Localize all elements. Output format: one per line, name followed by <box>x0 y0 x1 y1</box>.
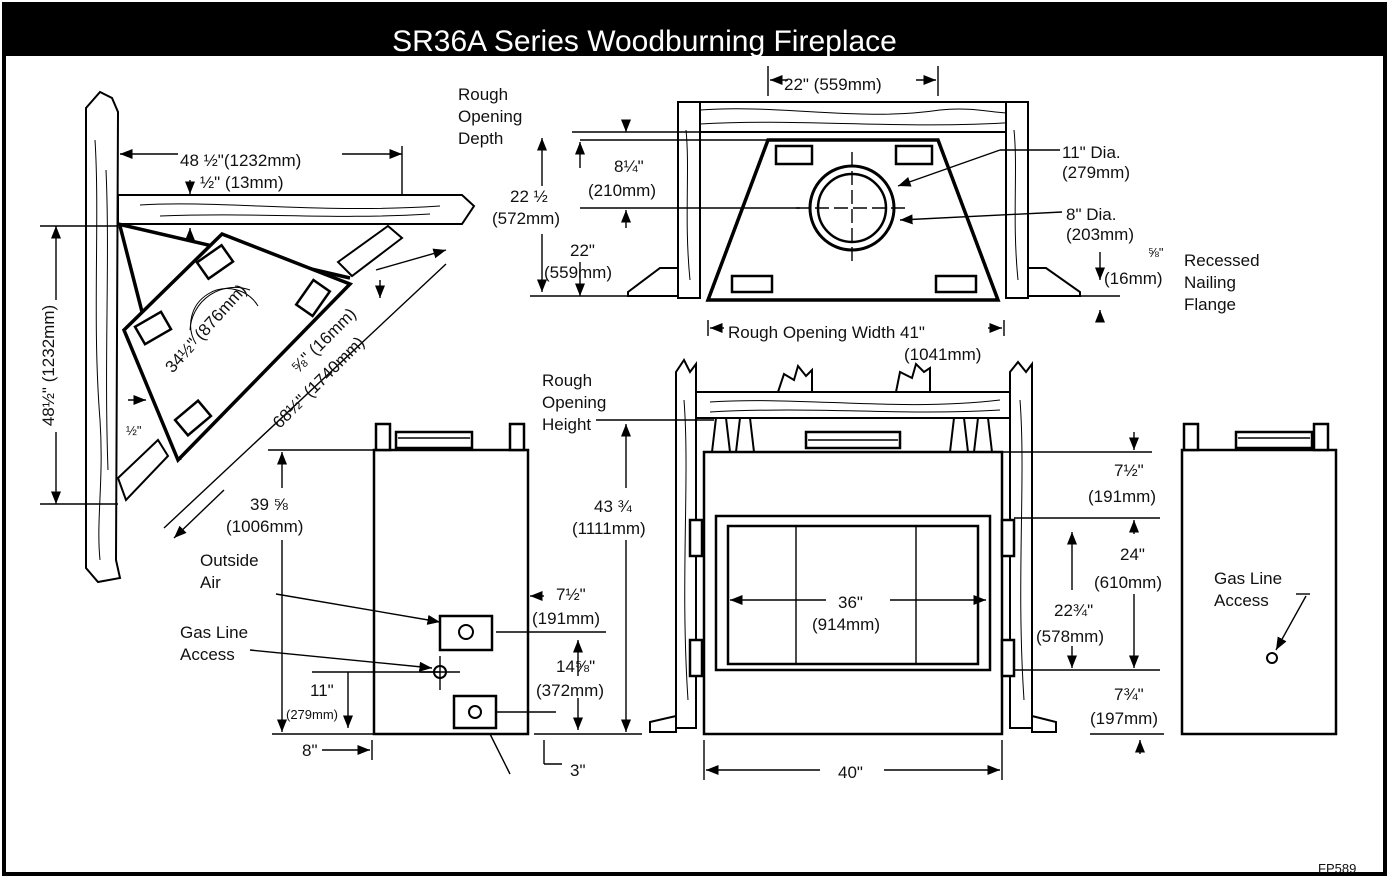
title-bar: SR36A Series Woodburning Fireplace <box>4 4 1385 58</box>
dim-11-mm: (279mm) <box>286 707 339 722</box>
rough-opening-height-3: Height <box>542 415 592 434</box>
dia-8: 8" Dia. <box>1066 205 1117 224</box>
dim-3: 3" <box>570 761 586 780</box>
dia-8-mm: (203mm) <box>1066 225 1135 244</box>
right-side-view <box>1180 422 1338 736</box>
right-gas-line-access-1: Gas Line <box>1214 569 1283 588</box>
dim-39-5-8-mm: (1006mm) <box>226 517 304 536</box>
corner-header <box>117 194 476 225</box>
dim-22-3-4-mm: (578mm) <box>1036 627 1105 646</box>
rough-width: Rough Opening Width 41" <box>728 323 925 342</box>
front-dim-7-half-mm: (191mm) <box>1088 487 1157 506</box>
rough-opening-depth-2: Opening <box>458 107 523 126</box>
top-plan-view <box>530 66 1120 336</box>
depth-22-half-mm: (572mm) <box>492 209 561 228</box>
dia-11: 11" Dia. <box>1062 143 1121 162</box>
rough-opening-height-2: Opening <box>542 393 607 412</box>
corner-install-view <box>40 90 476 584</box>
dim-8-quarter: 8¼" <box>614 157 644 176</box>
recessed-flange-1: Recessed <box>1184 251 1260 270</box>
dim-40: 40" <box>838 763 863 782</box>
page-title: SR36A Series Woodburning Fireplace <box>392 25 897 58</box>
flange-5-8: ⅝" <box>1148 245 1164 260</box>
dim-22: 22" <box>570 241 595 260</box>
dim-24-mm: (610mm) <box>1094 573 1163 592</box>
rough-opening-height-1: Rough <box>542 371 593 390</box>
dim-39-5-8: 39 ⅝ <box>250 495 288 514</box>
dim-22-3-4: 22¾" <box>1054 601 1094 620</box>
rough-width-mm: (1041mm) <box>904 345 982 364</box>
recessed-flange-3: Flange <box>1184 295 1236 314</box>
left-side-view <box>249 422 642 775</box>
dia-11-mm: (279mm) <box>1062 163 1131 182</box>
gas-line-access-2: Access <box>180 645 235 664</box>
dim-43-3-4: 43 ¾ <box>594 497 632 516</box>
dim-14-5-8-mm: (372mm) <box>536 681 605 700</box>
dim-8: 8" <box>302 741 318 760</box>
corner-dim-48-half-side: 48½" (1232mm) <box>39 304 59 427</box>
drawing-number: FP589 <box>1318 861 1357 876</box>
outside-air-1: Outside <box>200 551 259 570</box>
corner-stud <box>85 90 122 584</box>
dim-36: 36" <box>838 593 863 612</box>
dim-7-3-4: 7¾" <box>1114 685 1144 704</box>
dim-11: 11" <box>310 681 334 700</box>
front-view <box>596 358 1164 780</box>
corner-dim-half-left: ½" <box>126 423 142 438</box>
corner-dim-half-top: ½" (13mm) <box>200 173 284 192</box>
rough-opening-depth-1: Rough <box>458 85 509 104</box>
top-width-22: 22" (559mm) <box>784 75 882 94</box>
dim-8-quarter-mm: (210mm) <box>588 181 657 200</box>
side-dim-7-half-mm: (191mm) <box>532 609 601 628</box>
side-dim-7-half: 7½" <box>556 585 586 604</box>
rough-opening-depth-3: Depth <box>458 129 504 148</box>
dim-36-mm: (914mm) <box>812 615 881 634</box>
front-dim-7-half: 7½" <box>1114 461 1144 480</box>
dim-7-3-4-mm: (197mm) <box>1090 709 1159 728</box>
gas-line-access-1: Gas Line <box>180 623 249 642</box>
dim-22-mm: (559mm) <box>544 263 613 282</box>
dim-14-5-8: 14⅝" <box>556 657 596 676</box>
dim-43-3-4-mm: (1111mm) <box>572 519 646 538</box>
corner-fireplace-body <box>121 231 354 464</box>
depth-22-half: 22 ½ <box>510 187 548 206</box>
right-gas-line-access-2: Access <box>1214 591 1269 610</box>
recessed-flange-2: Nailing <box>1184 273 1236 292</box>
corner-dim-48-half-top: 48 ½"(1232mm) <box>180 151 302 170</box>
outside-air-2: Air <box>200 573 221 592</box>
dim-24: 24" <box>1120 545 1145 564</box>
flange-5-8-mm: (16mm) <box>1104 269 1163 288</box>
